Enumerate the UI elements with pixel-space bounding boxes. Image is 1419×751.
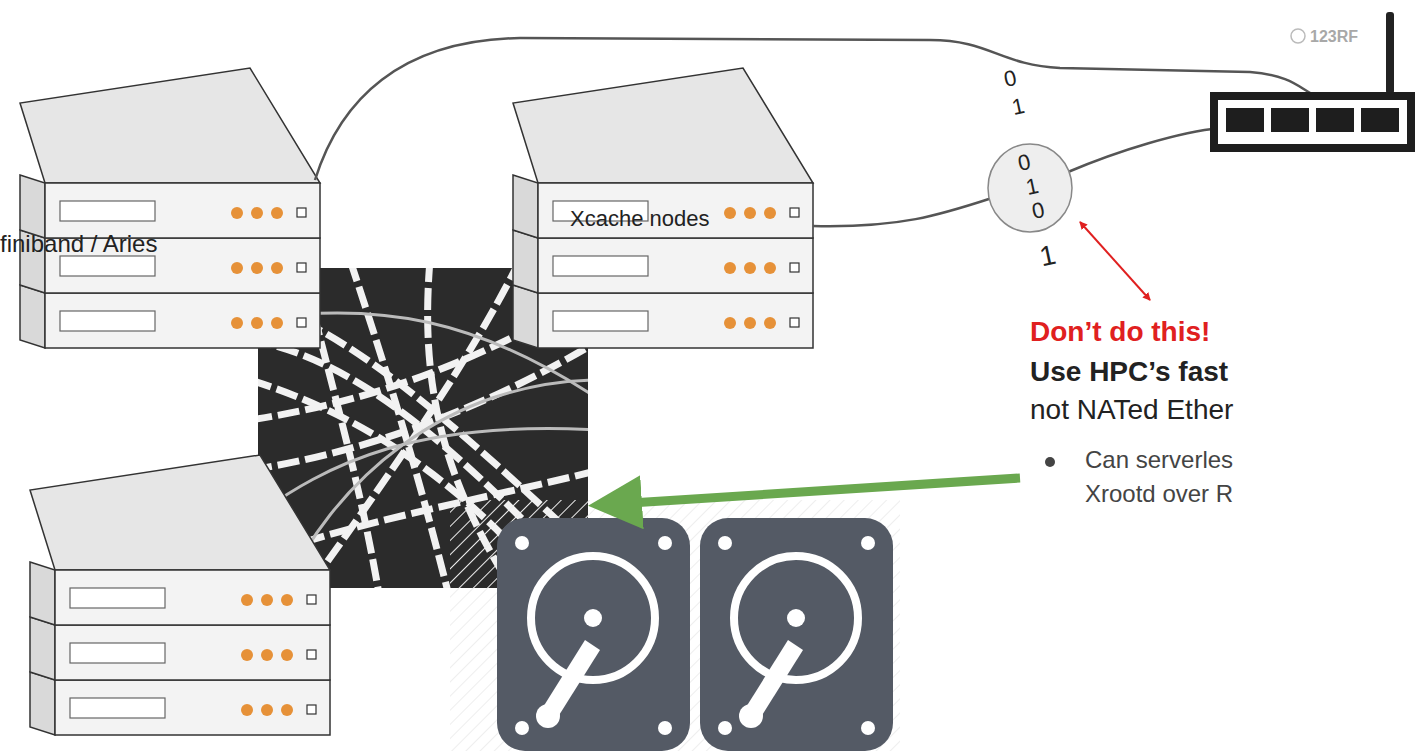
- server-stack: [20, 68, 320, 348]
- disk-icon: [700, 518, 893, 751]
- cable: [1068, 128, 1220, 172]
- node-title: Xcache nodes: [570, 206, 709, 231]
- bullet-text: Can serverles: [1085, 446, 1233, 474]
- green-arrow: [615, 478, 1020, 504]
- bit-digit: 1: [1037, 239, 1059, 274]
- warning-text: Don’t do this!: [1030, 316, 1210, 348]
- cable: [813, 198, 992, 226]
- network-label: finiband / Aries: [0, 230, 157, 258]
- bullet-text: Xrootd over R: [1085, 480, 1233, 508]
- cable: [315, 38, 1312, 180]
- packet-bubble: [988, 144, 1072, 232]
- pointer-arrow: [1080, 222, 1150, 300]
- server-group: Xcache nodes: [520, 66, 820, 348]
- router-icon: [1210, 12, 1415, 152]
- bullet: [1045, 457, 1055, 467]
- advice-text: Use HPC’s fast: [1030, 356, 1228, 388]
- advice-text: not NATed Ether: [1030, 394, 1233, 426]
- server-stack: [30, 455, 330, 735]
- server-stack: [513, 68, 813, 348]
- disk-icon: [497, 518, 690, 751]
- bit-digit: 0: [1002, 65, 1019, 92]
- watermark: 123RF: [1310, 28, 1358, 46]
- bit-digit: 1: [1010, 93, 1027, 120]
